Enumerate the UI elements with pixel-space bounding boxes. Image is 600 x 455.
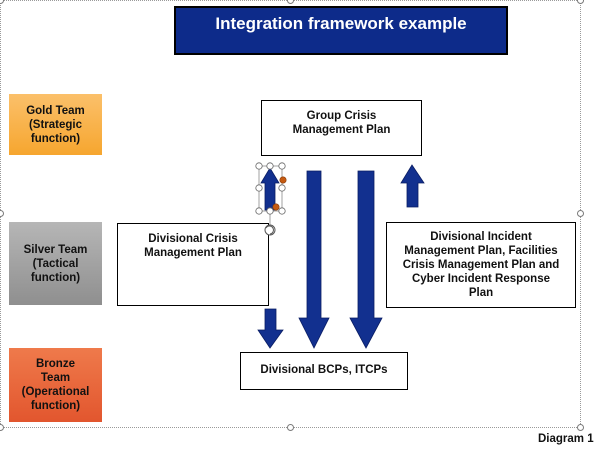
group-to-bcp-down-arrow-1[interactable] [298,170,330,349]
divisional-crisis-line-1: Divisional Crisis [148,233,238,245]
divisional-crisis-plan-box[interactable]: Divisional Crisis Management Plan [117,223,269,306]
group-crisis-plan-box[interactable]: Group Crisis Management Plan [261,100,422,156]
canvas-resize-handle-bottom-right[interactable] [577,424,584,431]
arrow-handle-bc[interactable] [266,207,274,215]
arrow-adjust-handle-shaft[interactable] [272,203,280,211]
gold-team-line-1: Gold Team [26,104,85,117]
bcp-line-1: Divisional BCPs, ITCPs [260,364,388,376]
canvas-resize-handle-bottom-left[interactable] [0,424,4,431]
divisional-incident-line-4: Cyber Incident Response [411,273,551,285]
divisional-incident-line-1: Divisional Incident [430,231,532,243]
bronze-team-line-2: Team [40,372,71,384]
arrow-handle-tr[interactable] [278,162,286,170]
canvas-resize-handle-top-left[interactable] [0,0,4,4]
gold-team-line-2: (Strategic [28,118,83,131]
arrow-handle-mr[interactable] [278,184,286,192]
diagram-caption: Diagram 1 [538,433,594,445]
rotation-arrow-mark [265,225,274,235]
arrow-handle-ml[interactable] [255,184,263,192]
divisional-bcps-box[interactable]: Divisional BCPs, ITCPs [240,352,408,390]
group-to-bcp-down-arrow-2[interactable] [349,170,383,349]
canvas-resize-handle-top-right[interactable] [577,0,584,4]
divisional-incident-line-3: Crisis Management Plan and [402,259,560,271]
divisional-incident-plan-box[interactable]: Divisional Incident Management Plan, Fac… [386,222,576,308]
arrow-handle-br[interactable] [278,207,286,215]
group-plan-line-2: Management Plan [292,124,391,136]
arrow-adjust-handle-head[interactable] [279,176,287,184]
group-plan-line-1: Group Crisis [306,110,377,122]
diagram-title[interactable]: Integration framework example [174,6,508,55]
arrow-handle-tc[interactable] [266,162,274,170]
divisional-incident-line-2: Management Plan, Facilities [404,245,558,257]
arrow-handle-tl[interactable] [255,162,263,170]
bronze-team-line-1: Bronze [36,358,75,370]
diagram-title-text: Integration framework example [215,14,467,33]
silver-team-line-2: (Tactical [32,257,79,270]
bronze-team-line-4: function) [30,400,81,412]
gold-team-box[interactable]: Gold Team (Strategic function) [9,94,102,155]
silver-team-line-3: function) [30,271,81,284]
gold-team-line-3: function) [30,132,81,145]
silver-team-box[interactable]: Silver Team (Tactical function) [9,222,102,305]
arrow-handle-bl[interactable] [255,207,263,215]
canvas-resize-handle-mid-right[interactable] [577,210,584,217]
crisis-to-bcp-down-arrow[interactable] [257,308,284,349]
divisional-crisis-line-2: Management Plan [144,247,242,259]
canvas-resize-handle-mid-left[interactable] [0,210,4,217]
incident-to-group-up-arrow[interactable] [400,164,425,208]
canvas-resize-handle-top-center[interactable] [287,0,294,4]
bronze-team-box[interactable]: Bronze Team (Operational function) [9,348,102,422]
divisional-incident-line-5: Plan [468,287,494,299]
canvas-resize-handle-bottom-center[interactable] [287,424,294,431]
bronze-team-line-3: (Operational [21,386,90,398]
silver-team-line-1: Silver Team [23,243,88,256]
